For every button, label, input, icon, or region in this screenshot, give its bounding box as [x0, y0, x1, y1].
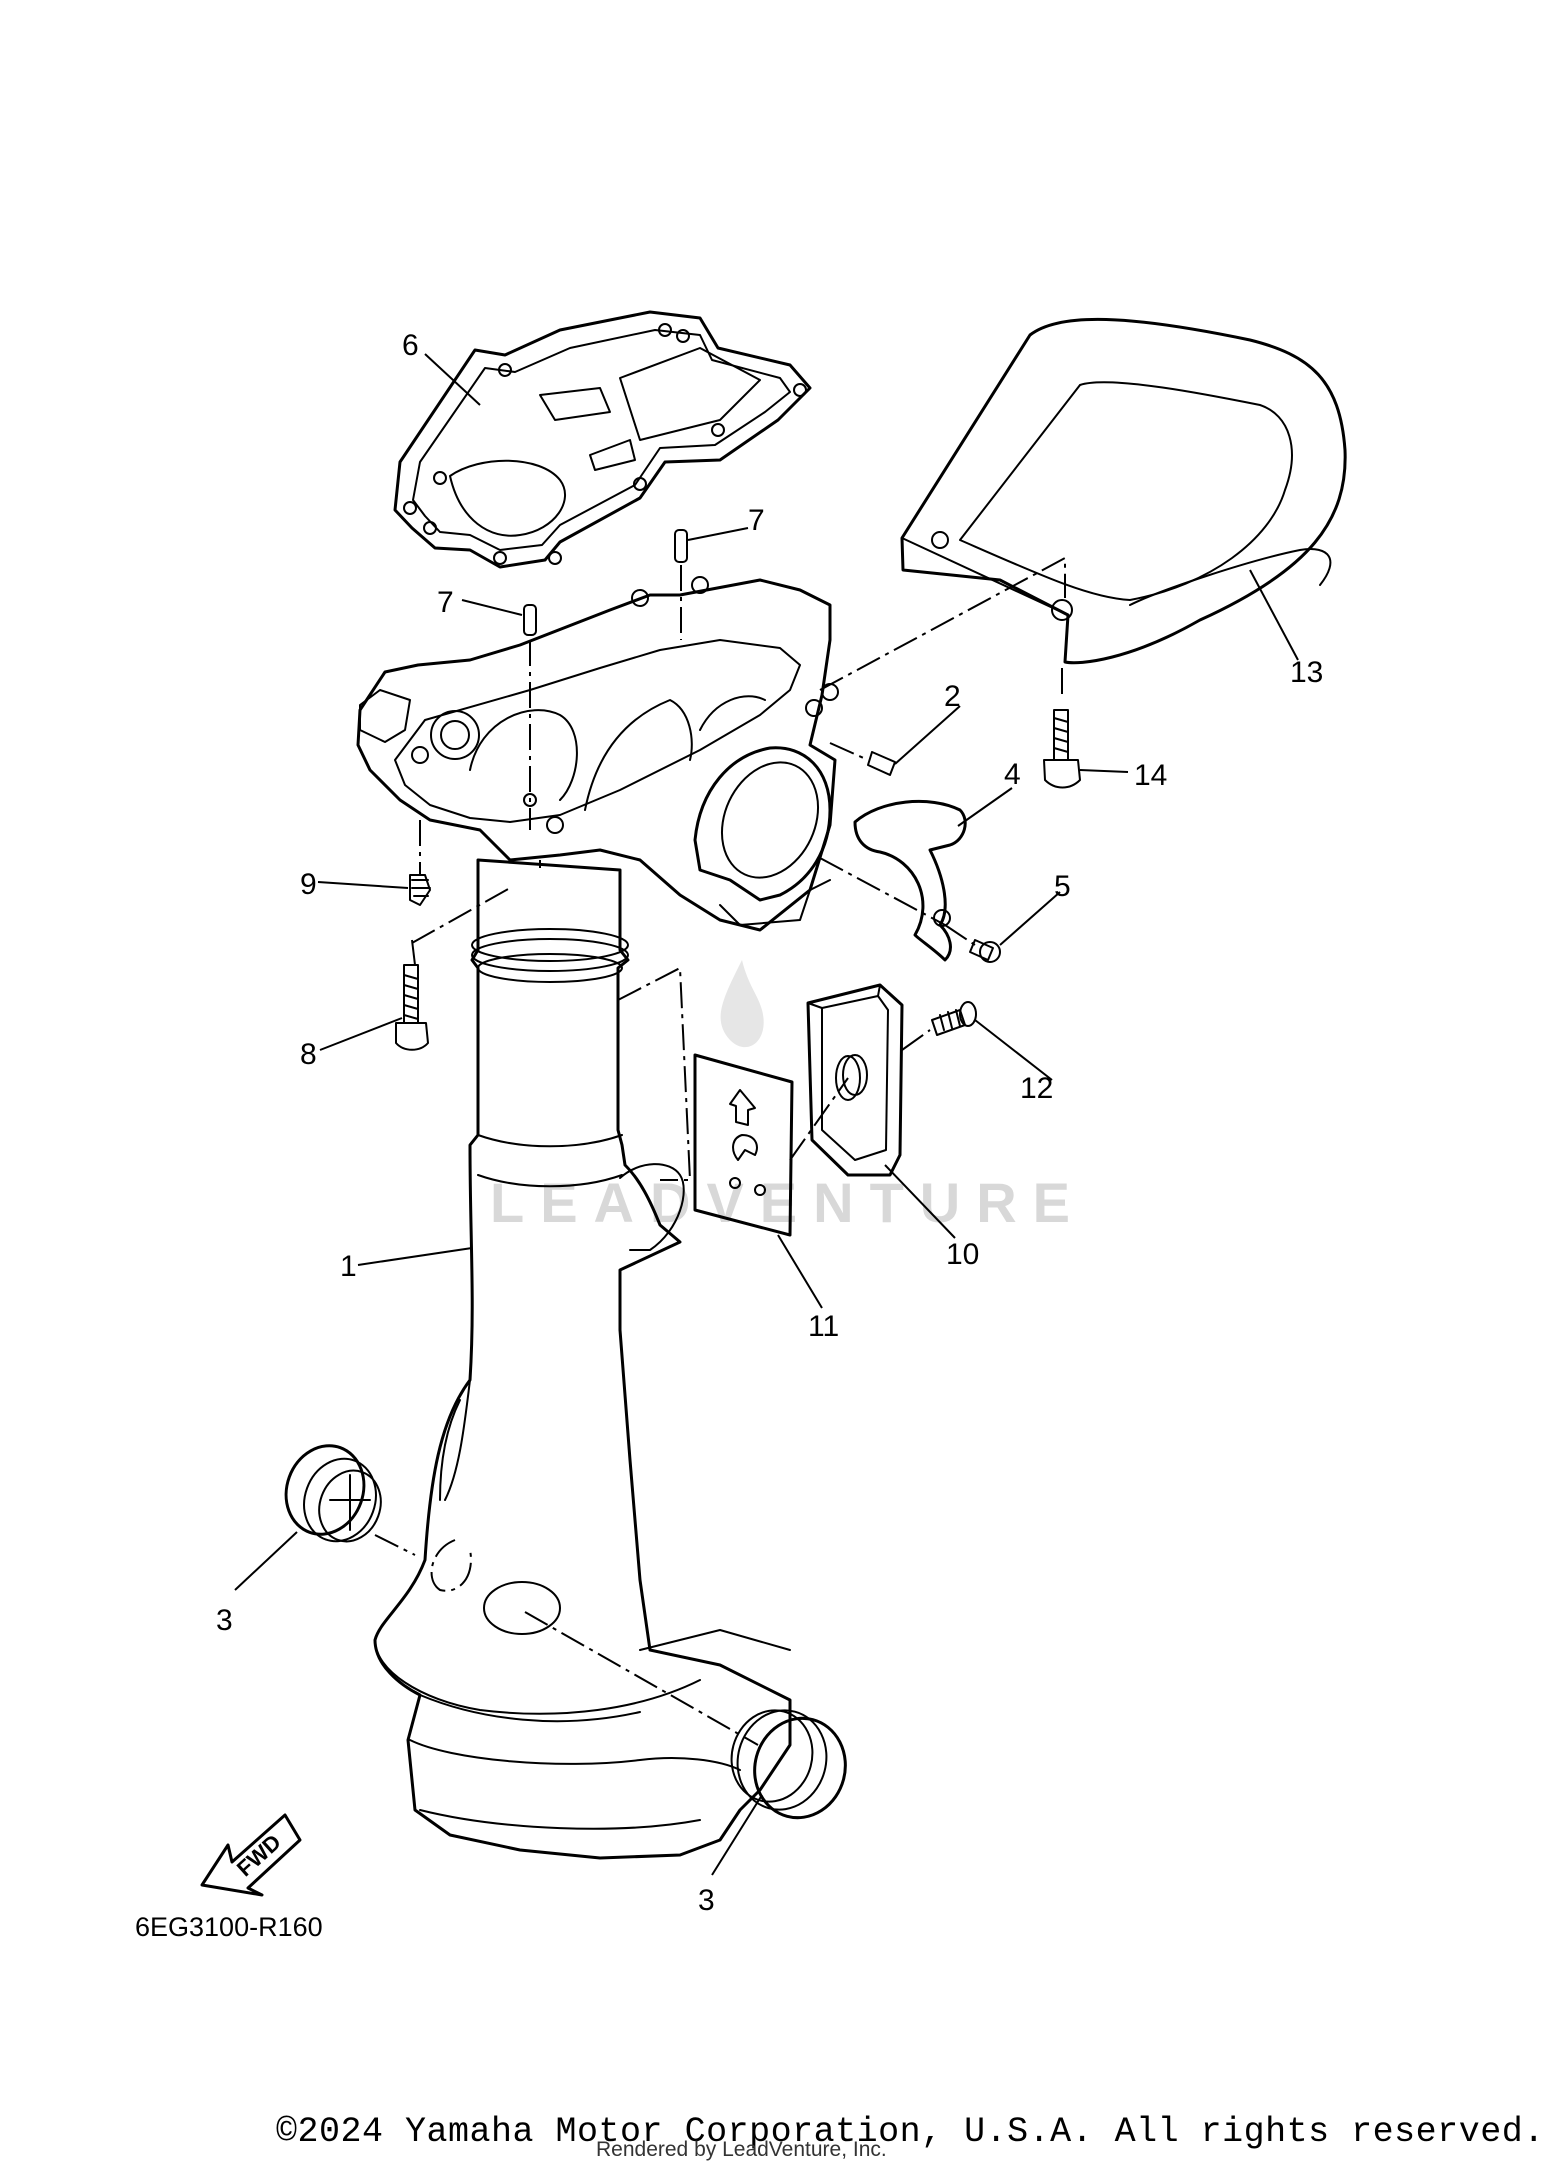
grease-nipple-part-9	[409, 874, 431, 906]
callout-9: 9	[300, 868, 317, 901]
cover-part-13	[900, 317, 1347, 665]
callout-12: 12	[1020, 1072, 1053, 1105]
callout-7a: 7	[748, 504, 765, 537]
callout-14: 14	[1134, 759, 1167, 792]
rendered-by-notice: Rendered by LeadVenture, Inc.	[596, 2138, 887, 2161]
grommet-part-3a	[284, 1444, 382, 1543]
upper-casing	[356, 576, 839, 932]
callout-3a: 3	[216, 1604, 233, 1637]
dowel-pin-part-7b	[523, 604, 537, 636]
callout-3b: 3	[698, 1884, 715, 1917]
parts-diagram: LEADVENTURE	[135, 310, 1347, 1942]
pin-part-2	[867, 751, 896, 776]
callout-13: 13	[1290, 656, 1323, 689]
callout-2: 2	[944, 680, 961, 713]
callout-7b: 7	[437, 586, 454, 619]
callouts: 6 7 7 13 2 4 14 5 9 8 12 10 1 11 3 3	[216, 329, 1323, 1917]
diagram-code: 6EG3100-R160	[135, 1912, 323, 1942]
copyright-notice: ©2024 Yamaha Motor Corporation, U.S.A. A…	[276, 2112, 1545, 2152]
grommet-part-3b	[730, 1709, 847, 1820]
holder-part-10	[806, 983, 904, 1177]
screw-part-5	[969, 939, 1001, 963]
callout-8: 8	[300, 1038, 317, 1071]
callout-6: 6	[402, 329, 419, 362]
bolt-part-14	[1043, 709, 1081, 789]
leader-lines	[234, 353, 1299, 1876]
callout-11: 11	[808, 1310, 839, 1343]
gasket-part-6	[393, 310, 812, 569]
fwd-arrow-icon: FWD	[200, 1813, 302, 1897]
label-part-11	[693, 1053, 794, 1237]
callout-4: 4	[1004, 758, 1021, 791]
assembly-lines	[374, 556, 1066, 1746]
screw-part-12	[931, 1001, 977, 1036]
watermark-text: LEADVENTURE	[490, 1171, 1086, 1234]
drive-shaft-housing-part-1	[373, 858, 792, 1860]
callout-1: 1	[340, 1250, 357, 1283]
watermark: LEADVENTURE	[490, 960, 1086, 1234]
dowel-pin-part-7a	[674, 529, 688, 563]
bolt-part-8	[395, 964, 429, 1051]
callout-5: 5	[1054, 870, 1071, 903]
callout-10: 10	[946, 1238, 979, 1271]
clamp-part-4	[853, 799, 967, 962]
